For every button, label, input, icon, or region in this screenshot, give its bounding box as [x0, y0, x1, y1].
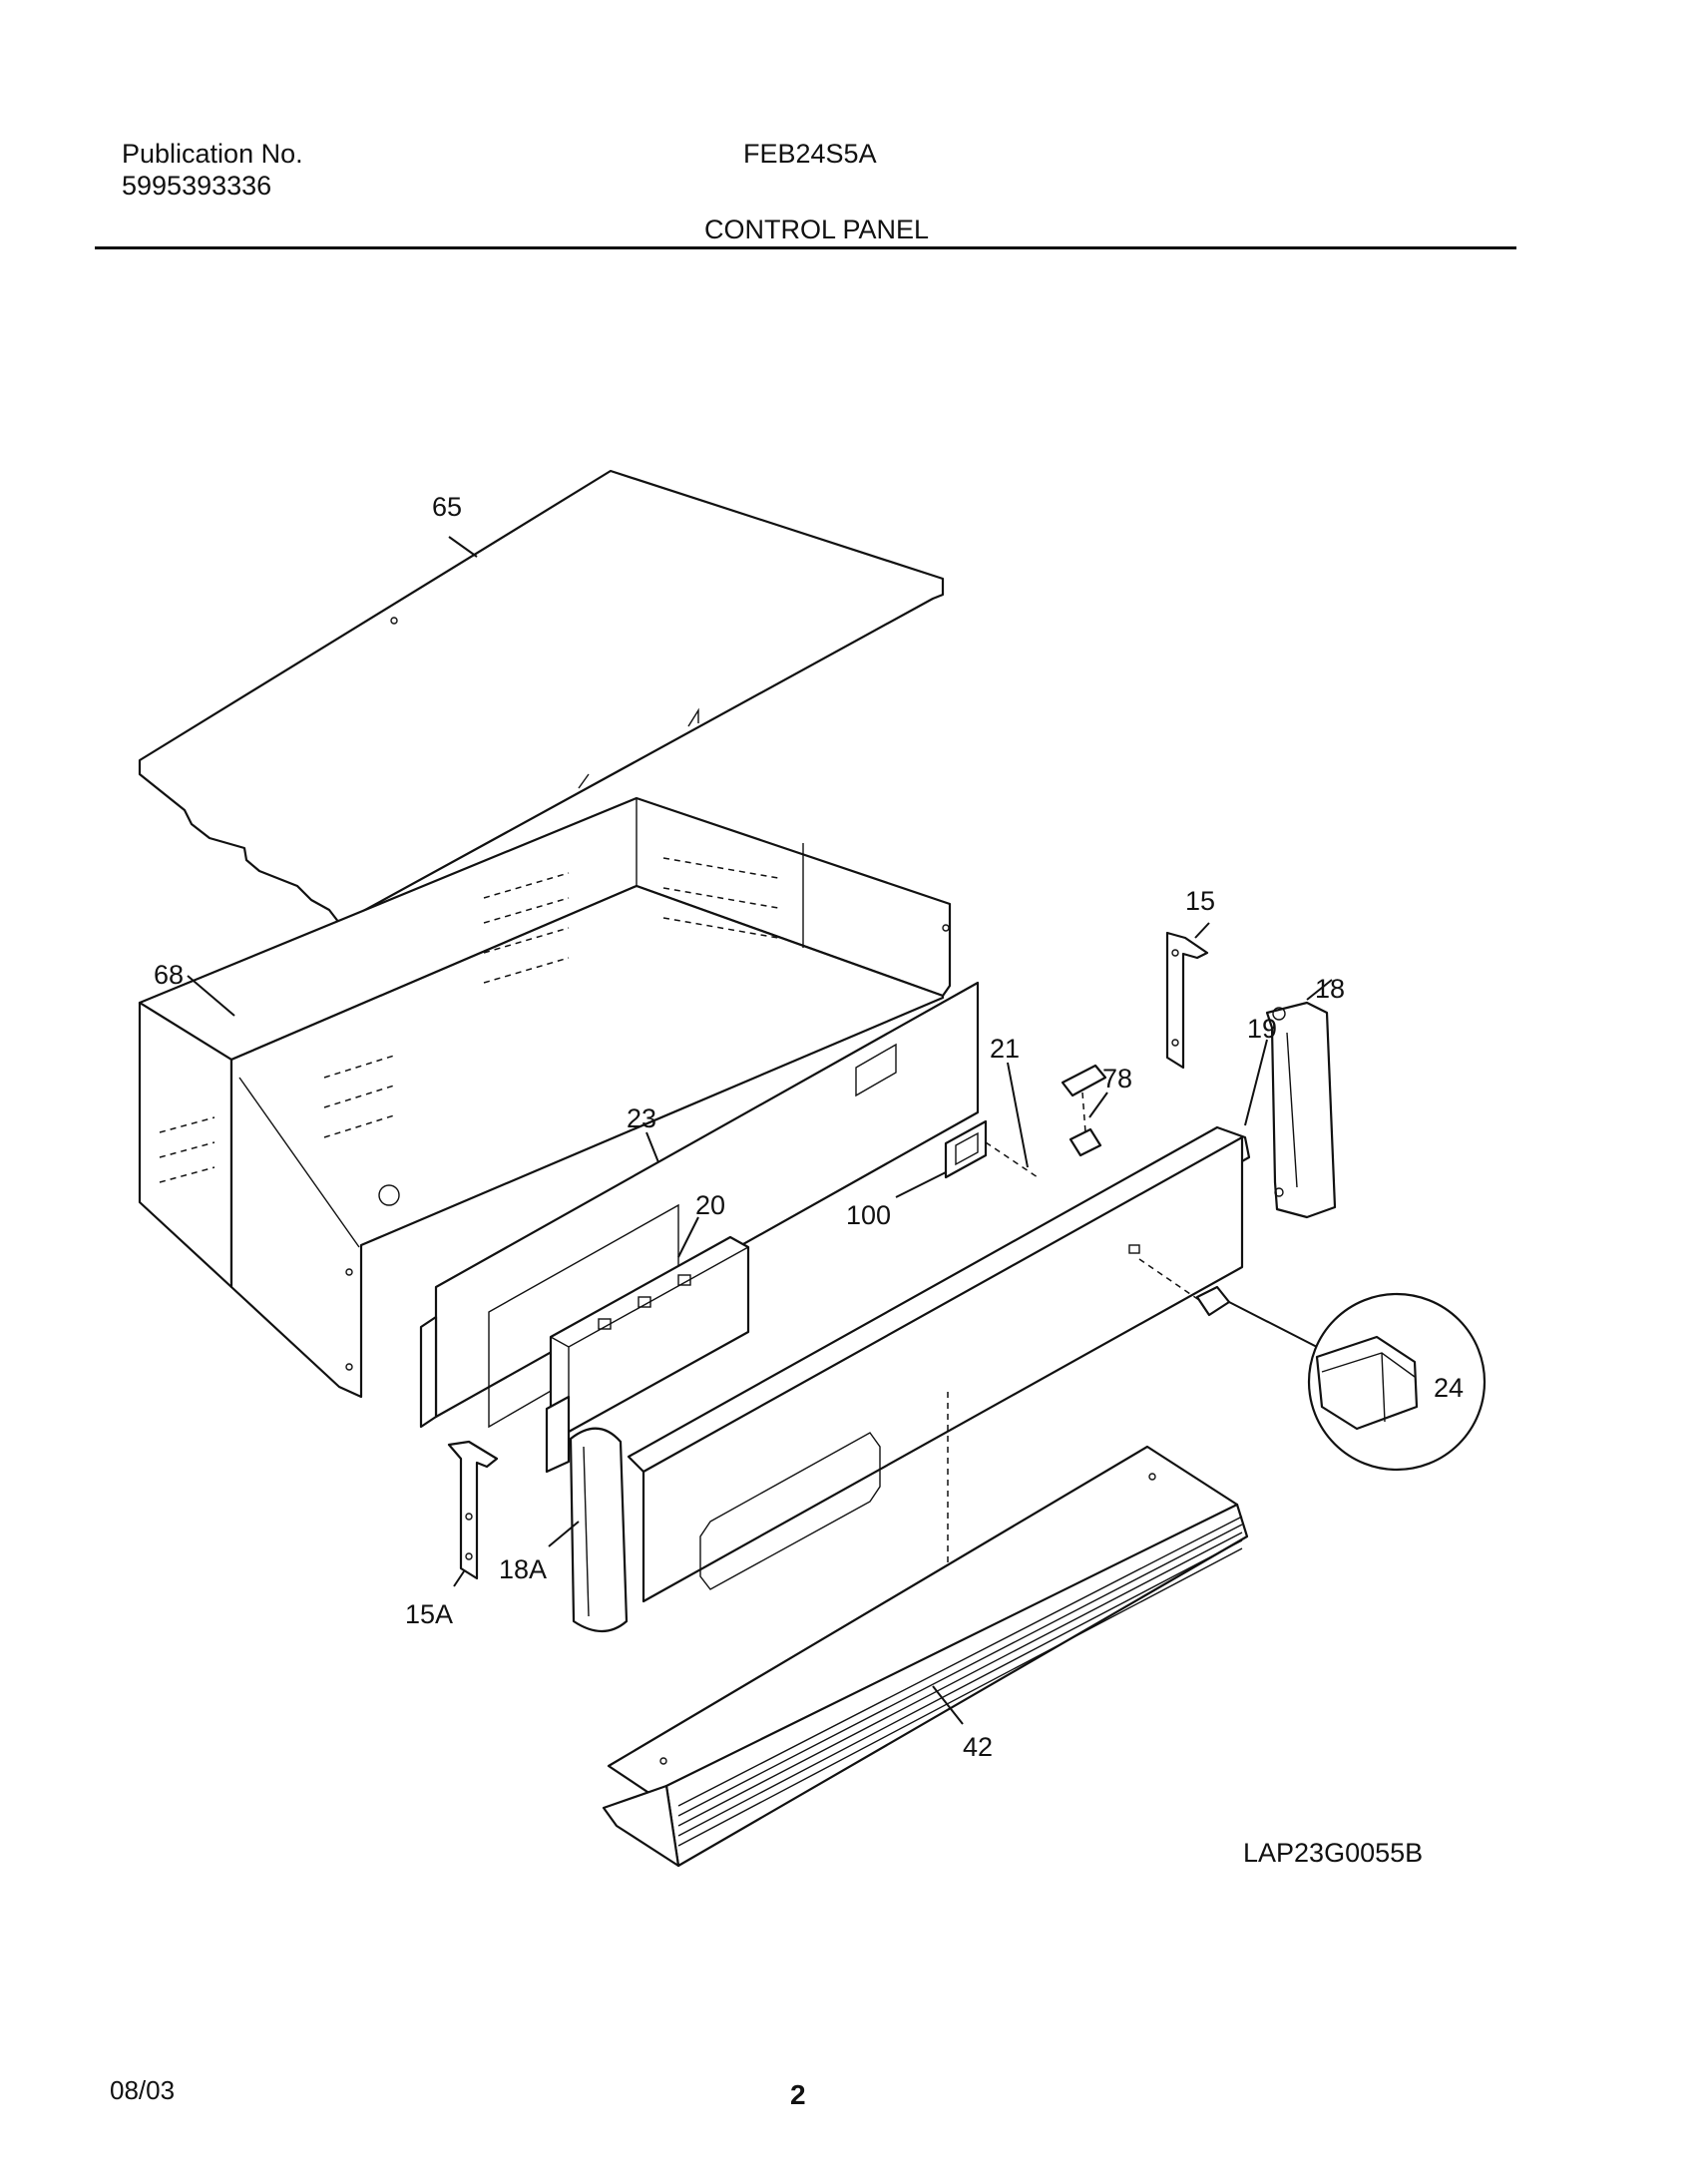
figure-code: LAP23G0055B — [1243, 1838, 1424, 1868]
callout-42: 42 — [963, 1732, 993, 1762]
part-68-housing — [138, 796, 952, 1399]
callout-15: 15 — [1185, 886, 1215, 916]
part-15-bracket — [1165, 931, 1209, 1070]
callout-65: 65 — [432, 492, 462, 522]
callout-19: 19 — [1247, 1014, 1277, 1044]
part-24-switch — [1195, 1285, 1487, 1472]
callout-20: 20 — [695, 1190, 725, 1220]
callout-78: 78 — [1102, 1064, 1132, 1093]
footer-date: 08/03 — [110, 2075, 176, 2105]
callout-18: 18 — [1315, 974, 1345, 1004]
part-18a-end-cap-left — [569, 1427, 629, 1633]
part-100-lens — [944, 1119, 1039, 1179]
section-title: CONTROL PANEL — [704, 215, 930, 244]
callout-100: 100 — [846, 1200, 891, 1230]
callout-15a: 15A — [405, 1599, 453, 1629]
page-number: 2 — [790, 2079, 806, 2110]
publication-label: Publication No. — [122, 139, 303, 169]
part-65-top-cover — [138, 469, 945, 930]
part-18-end-cap-right — [1265, 1001, 1337, 1219]
part-78-socket — [1061, 1064, 1107, 1157]
part-42-lower-trim — [602, 1445, 1249, 1868]
callout-24: 24 — [1434, 1373, 1464, 1403]
callout-21: 21 — [990, 1034, 1020, 1064]
callout-18a: 18A — [499, 1554, 547, 1584]
part-19-control-panel — [641, 1135, 1244, 1611]
part-23-console-panel — [419, 981, 980, 1429]
model-number: FEB24S5A — [743, 139, 877, 169]
callout-23: 23 — [627, 1103, 656, 1133]
publication-number: 5995393336 — [122, 171, 272, 201]
callout-68: 68 — [154, 960, 184, 990]
header-rule — [95, 246, 1516, 249]
part-15a-bracket — [447, 1440, 499, 1580]
part-20-control-board — [545, 1235, 750, 1474]
leader-lines — [187, 536, 1333, 1725]
